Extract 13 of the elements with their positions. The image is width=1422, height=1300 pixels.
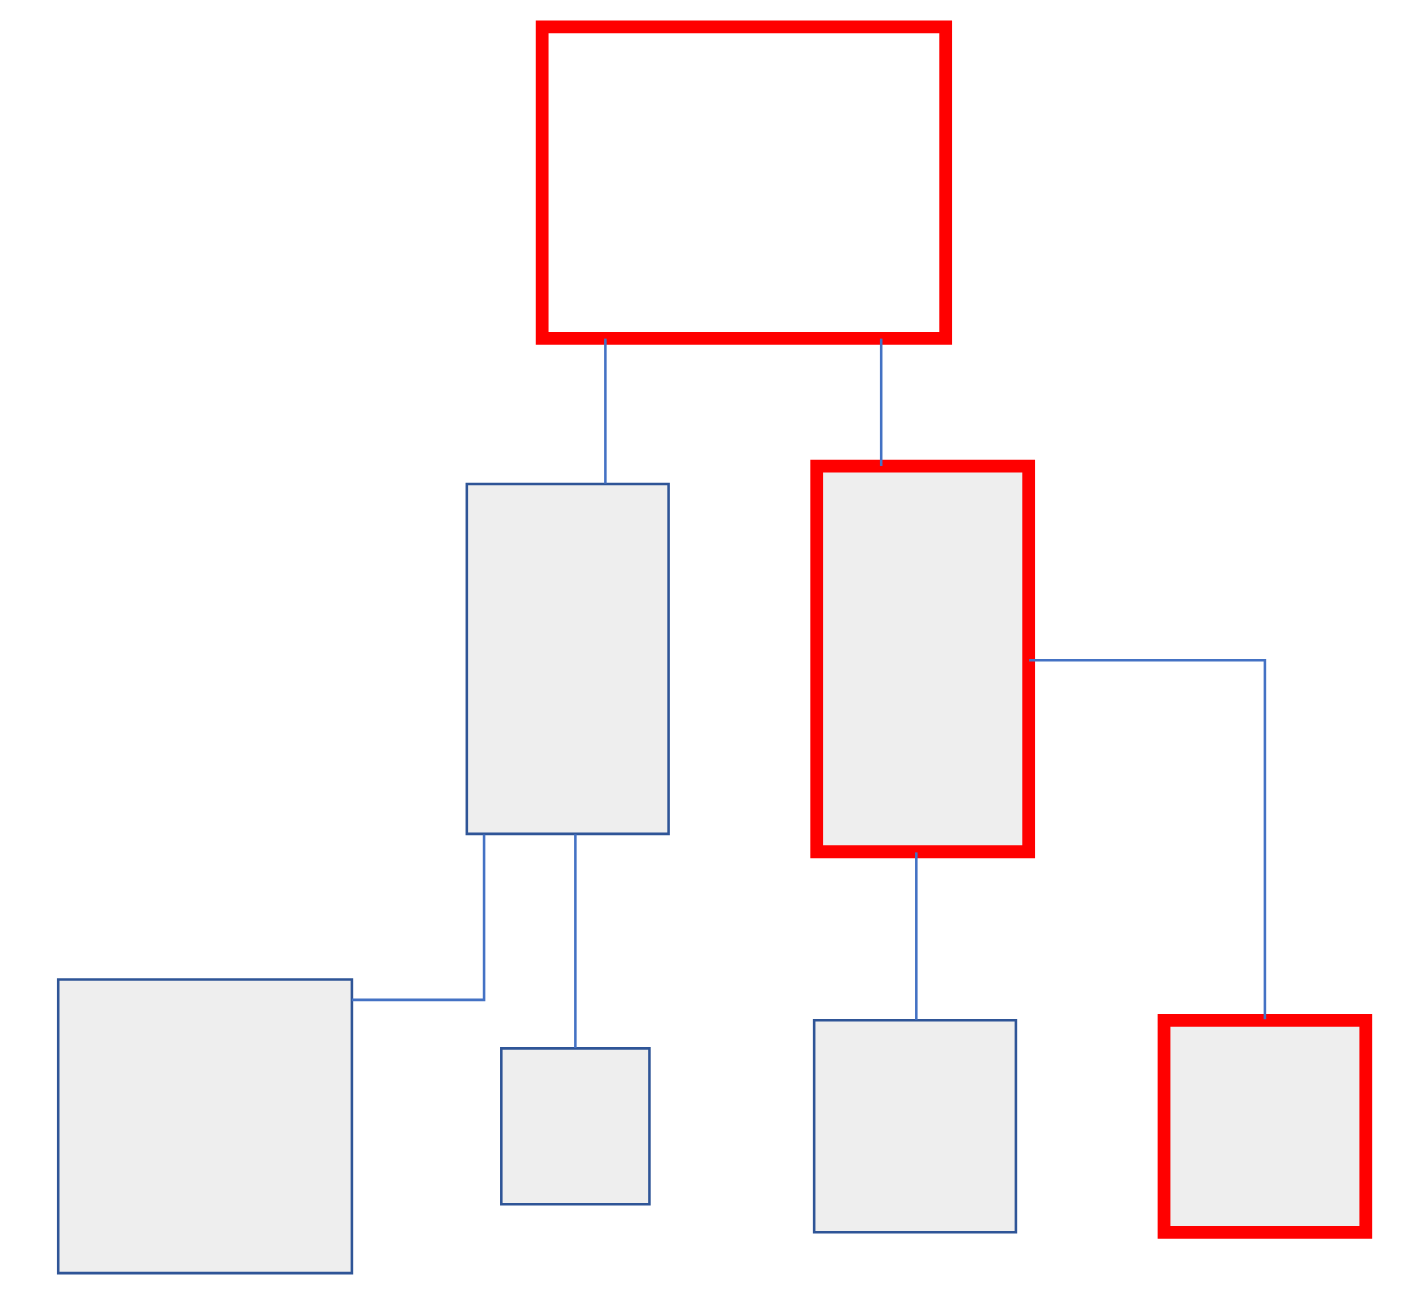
node-box xyxy=(809,459,1035,859)
connector xyxy=(878,338,882,466)
connector xyxy=(914,852,917,1020)
connector xyxy=(573,834,576,1048)
node-box xyxy=(534,20,952,345)
node-box xyxy=(55,978,353,1275)
node-box xyxy=(811,1019,1017,1234)
connector xyxy=(603,338,606,484)
node-box xyxy=(464,482,669,836)
connector xyxy=(1028,658,1266,1020)
node-box xyxy=(499,1047,650,1206)
connector xyxy=(350,834,485,1002)
node-box xyxy=(1156,1013,1372,1239)
